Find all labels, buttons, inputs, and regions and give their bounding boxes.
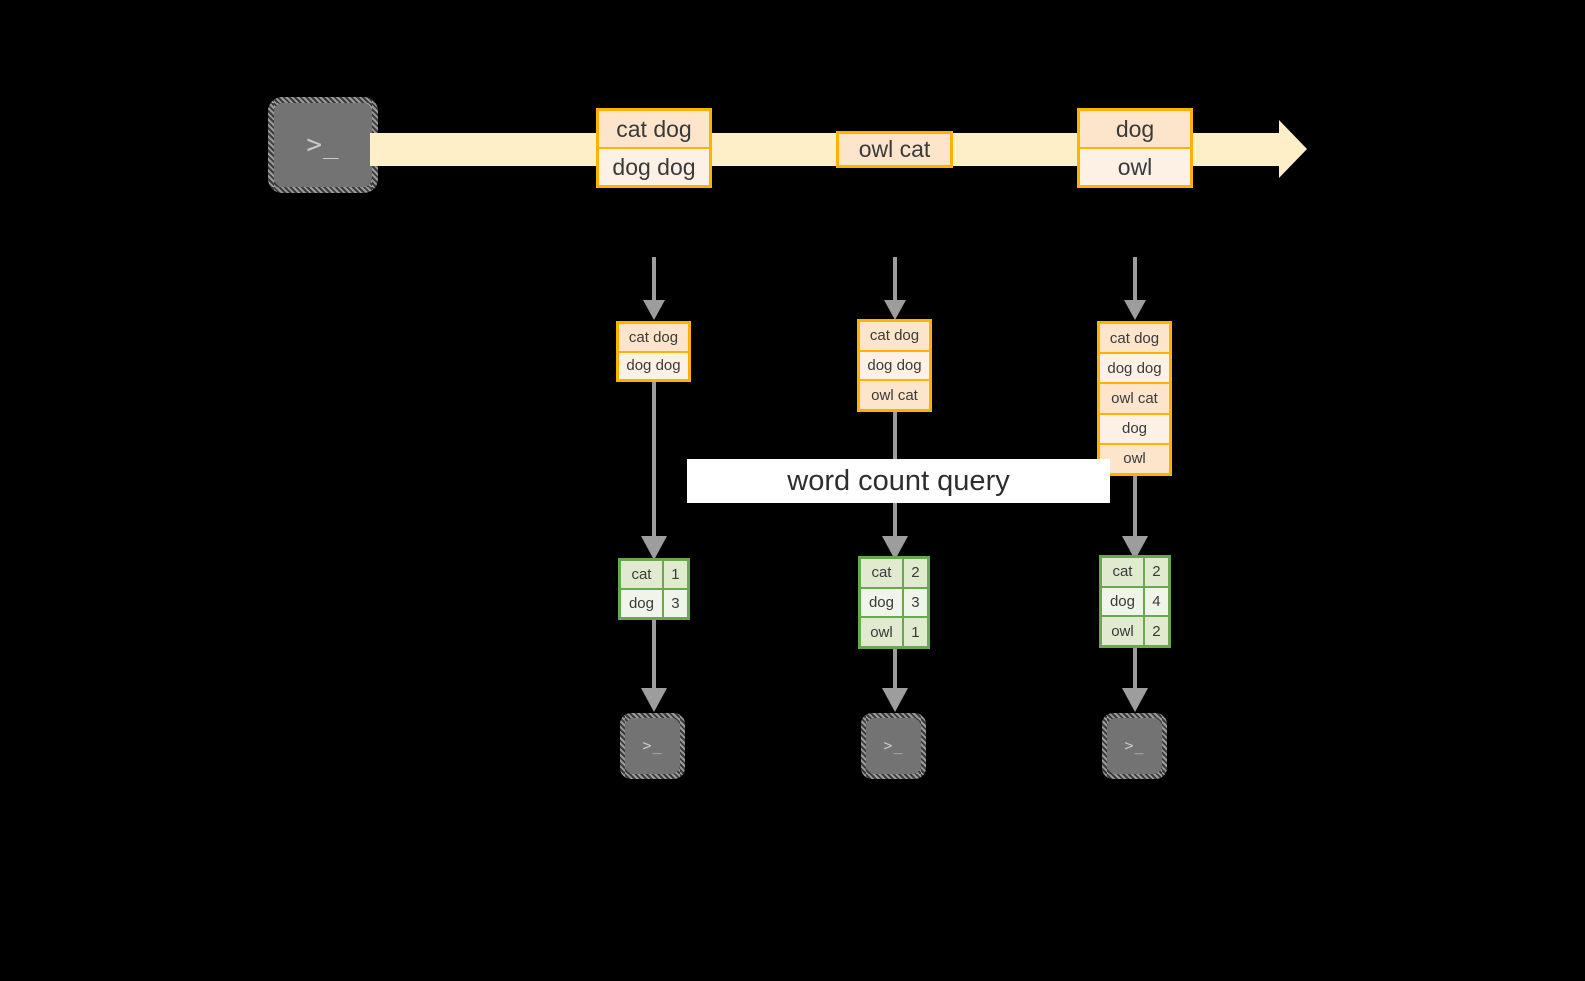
snapshot-row: owl cat xyxy=(860,379,929,410)
terminal-body xyxy=(625,718,680,774)
stream-arrow-right-icon xyxy=(1279,120,1307,178)
result-count: 2 xyxy=(1142,558,1168,586)
sink-connector-1-arrowhead xyxy=(641,688,667,712)
terminal-prompt-glyph: >_ xyxy=(642,736,663,755)
snapshot-2-arrowhead xyxy=(884,300,906,320)
sink-connector-2-arrowhead xyxy=(882,688,908,712)
snapshot-row: dog dog xyxy=(619,350,688,379)
result-word: dog xyxy=(1102,587,1143,616)
stream-event-line: owl xyxy=(1080,147,1190,185)
table-row: cat 2 xyxy=(861,559,927,587)
snapshot-3-dashed-connector xyxy=(1133,257,1137,303)
result-word: dog xyxy=(621,590,662,617)
result-count: 3 xyxy=(901,588,927,617)
stream-event-line: dog xyxy=(1080,111,1190,147)
stream-event-box-1: cat dog dog dog xyxy=(596,108,712,188)
table-row: dog 3 xyxy=(621,588,687,617)
result-word: dog xyxy=(861,588,902,617)
snapshot-2-dashed-connector xyxy=(893,257,897,303)
stream-band-segment-4 xyxy=(1189,133,1279,166)
stream-band-segment-3 xyxy=(948,133,1082,166)
table-row: owl 2 xyxy=(1102,615,1168,646)
snapshot-row: cat dog xyxy=(1100,324,1169,353)
snapshot-row: dog dog xyxy=(1100,352,1169,383)
stream-event-line: dog dog xyxy=(599,147,709,185)
sink-terminal-icon-1: >_ xyxy=(620,713,685,779)
table-row: cat 1 xyxy=(621,561,687,588)
stream-event-box-2: owl cat xyxy=(836,131,953,168)
terminal-body xyxy=(1107,718,1162,774)
stream-band-segment-2 xyxy=(707,133,841,166)
table-row: cat 2 xyxy=(1102,558,1168,586)
snapshot-row: dog xyxy=(1100,412,1169,443)
stream-event-box-3: dog owl xyxy=(1077,108,1193,188)
result-count: 3 xyxy=(661,590,687,617)
terminal-prompt-glyph: >_ xyxy=(1124,736,1145,755)
result-count: 2 xyxy=(1142,617,1168,646)
result-word: cat xyxy=(861,559,902,587)
sink-connector-3-arrowhead xyxy=(1122,688,1148,712)
snapshot-1-arrowhead xyxy=(643,300,665,320)
result-table-3: cat 2 dog 4 owl 2 xyxy=(1099,555,1171,648)
snapshot-row: owl xyxy=(1100,442,1169,474)
result-table-2: cat 2 dog 3 owl 1 xyxy=(858,556,930,649)
snapshot-table-1: cat dog dog dog xyxy=(616,321,691,382)
snapshot-row: dog dog xyxy=(860,349,929,380)
result-word: cat xyxy=(621,561,662,588)
sink-terminal-icon-3: >_ xyxy=(1102,713,1167,779)
snapshot-3-arrowhead xyxy=(1124,300,1146,320)
source-terminal-icon: >_ xyxy=(268,97,378,193)
table-row: dog 4 xyxy=(1102,585,1168,616)
snapshot-row: cat dog xyxy=(860,322,929,350)
table-row: dog 3 xyxy=(861,586,927,617)
result-count: 4 xyxy=(1142,587,1168,616)
terminal-body xyxy=(866,718,921,774)
snapshot-table-3: cat dog dog dog owl cat dog owl xyxy=(1097,321,1172,476)
stream-event-line: cat dog xyxy=(599,111,709,147)
snapshot-row: cat dog xyxy=(619,324,688,351)
terminal-prompt-glyph: >_ xyxy=(306,130,340,160)
terminal-body xyxy=(274,103,372,187)
query-label-banner: word count query xyxy=(687,459,1110,503)
sink-terminal-icon-2: >_ xyxy=(861,713,926,779)
result-count: 1 xyxy=(901,618,927,647)
stream-event-line: owl cat xyxy=(839,134,950,165)
snapshot-table-2: cat dog dog dog owl cat xyxy=(857,319,932,412)
result-word: cat xyxy=(1102,558,1143,586)
sink-connector-2 xyxy=(893,649,897,692)
sink-connector-3 xyxy=(1133,648,1137,692)
query-connector-1 xyxy=(652,382,656,540)
query-connector-3 xyxy=(1133,476,1137,540)
result-table-1: cat 1 dog 3 xyxy=(618,558,690,620)
stream-band-segment-1 xyxy=(370,133,602,166)
sink-connector-1 xyxy=(652,620,656,692)
result-word: owl xyxy=(861,618,902,647)
result-count: 2 xyxy=(901,559,927,587)
terminal-prompt-glyph: >_ xyxy=(883,736,904,755)
result-count: 1 xyxy=(661,561,687,588)
query-connector-1-arrowhead xyxy=(641,536,667,560)
table-row: owl 1 xyxy=(861,616,927,647)
snapshot-1-dashed-connector xyxy=(652,257,656,303)
snapshot-row: owl cat xyxy=(1100,382,1169,413)
result-word: owl xyxy=(1102,617,1143,646)
